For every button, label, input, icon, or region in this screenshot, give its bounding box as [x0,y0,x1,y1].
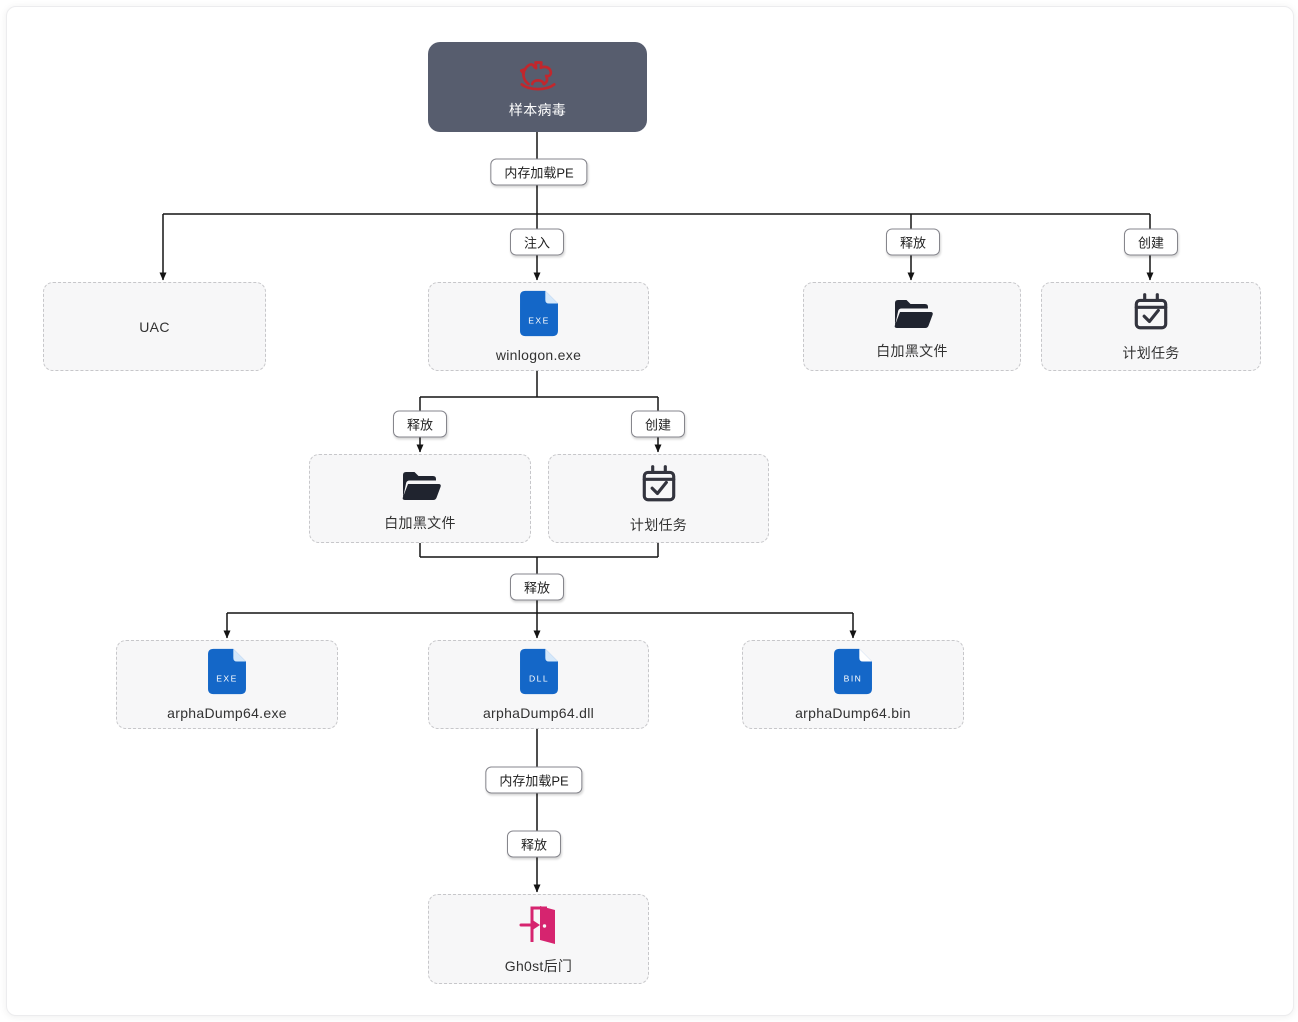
calendar-check-icon [1134,292,1168,329]
node-gh0st-backdoor[interactable]: Gh0st后门 [428,894,649,984]
node-scheduled-task-mid[interactable]: 计划任务 [548,454,769,543]
node-white-black-file-mid[interactable]: 白加黑文件 [309,454,531,543]
svg-text:BIN: BIN [844,673,863,683]
node-label: 计划任务 [629,516,688,533]
node-label: 白加黑文件 [876,342,948,359]
node-sample-virus[interactable]: 样本病毒 [428,42,647,132]
dll-file-icon: DLL [519,648,558,695]
node-label: arphaDump64.exe [167,705,287,721]
behavior-graph-canvas: 样本病毒 UAC EXE winlogon.exe 白加黑文件 [6,6,1294,1016]
edge-label-memory-load-pe-bottom: 内存加载PE [485,766,583,794]
edge-label-memory-load-pe-top: 内存加载PE [490,158,588,186]
edge-label-create-right: 创建 [1123,228,1179,256]
node-label: Gh0st后门 [504,958,573,974]
node-arphadump64-exe[interactable]: EXE arphaDump64.exe [116,640,338,729]
edge-label-release-merge: 释放 [509,573,565,601]
folder-icon [402,471,441,500]
edge-label-release-bottom: 释放 [506,830,562,858]
exe-file-icon: EXE [519,290,558,337]
node-label: UAC [139,318,170,335]
node-label: arphaDump64.dll [482,705,595,721]
node-label: 样本病毒 [508,102,567,118]
svg-text:EXE: EXE [528,315,550,325]
bin-file-icon: BIN [834,648,872,695]
node-arphadump64-bin[interactable]: BIN arphaDump64.bin [742,640,964,729]
node-label: 白加黑文件 [384,514,456,531]
node-label: 计划任务 [1122,344,1180,361]
node-arphadump64-dll[interactable]: DLL arphaDump64.dll [428,640,649,729]
trojan-horse-icon [519,61,556,91]
node-label: arphaDump64.bin [795,705,911,721]
door-exit-icon [519,906,555,944]
edge-label-release-right: 释放 [885,228,941,256]
edge-label-inject: 注入 [509,228,565,256]
edge-label-create-mid: 创建 [630,410,686,438]
calendar-check-icon [642,464,675,501]
node-uac[interactable]: UAC [43,282,266,371]
node-scheduled-task-right[interactable]: 计划任务 [1041,282,1261,371]
node-label: winlogon.exe [495,347,582,363]
svg-text:DLL: DLL [528,673,548,683]
node-white-black-file-right[interactable]: 白加黑文件 [803,282,1021,371]
exe-file-icon: EXE [208,648,246,695]
edge-label-release-mid: 释放 [392,410,448,438]
svg-text:EXE: EXE [216,673,238,683]
node-winlogon-exe[interactable]: EXE winlogon.exe [428,282,649,371]
folder-icon [894,299,933,328]
